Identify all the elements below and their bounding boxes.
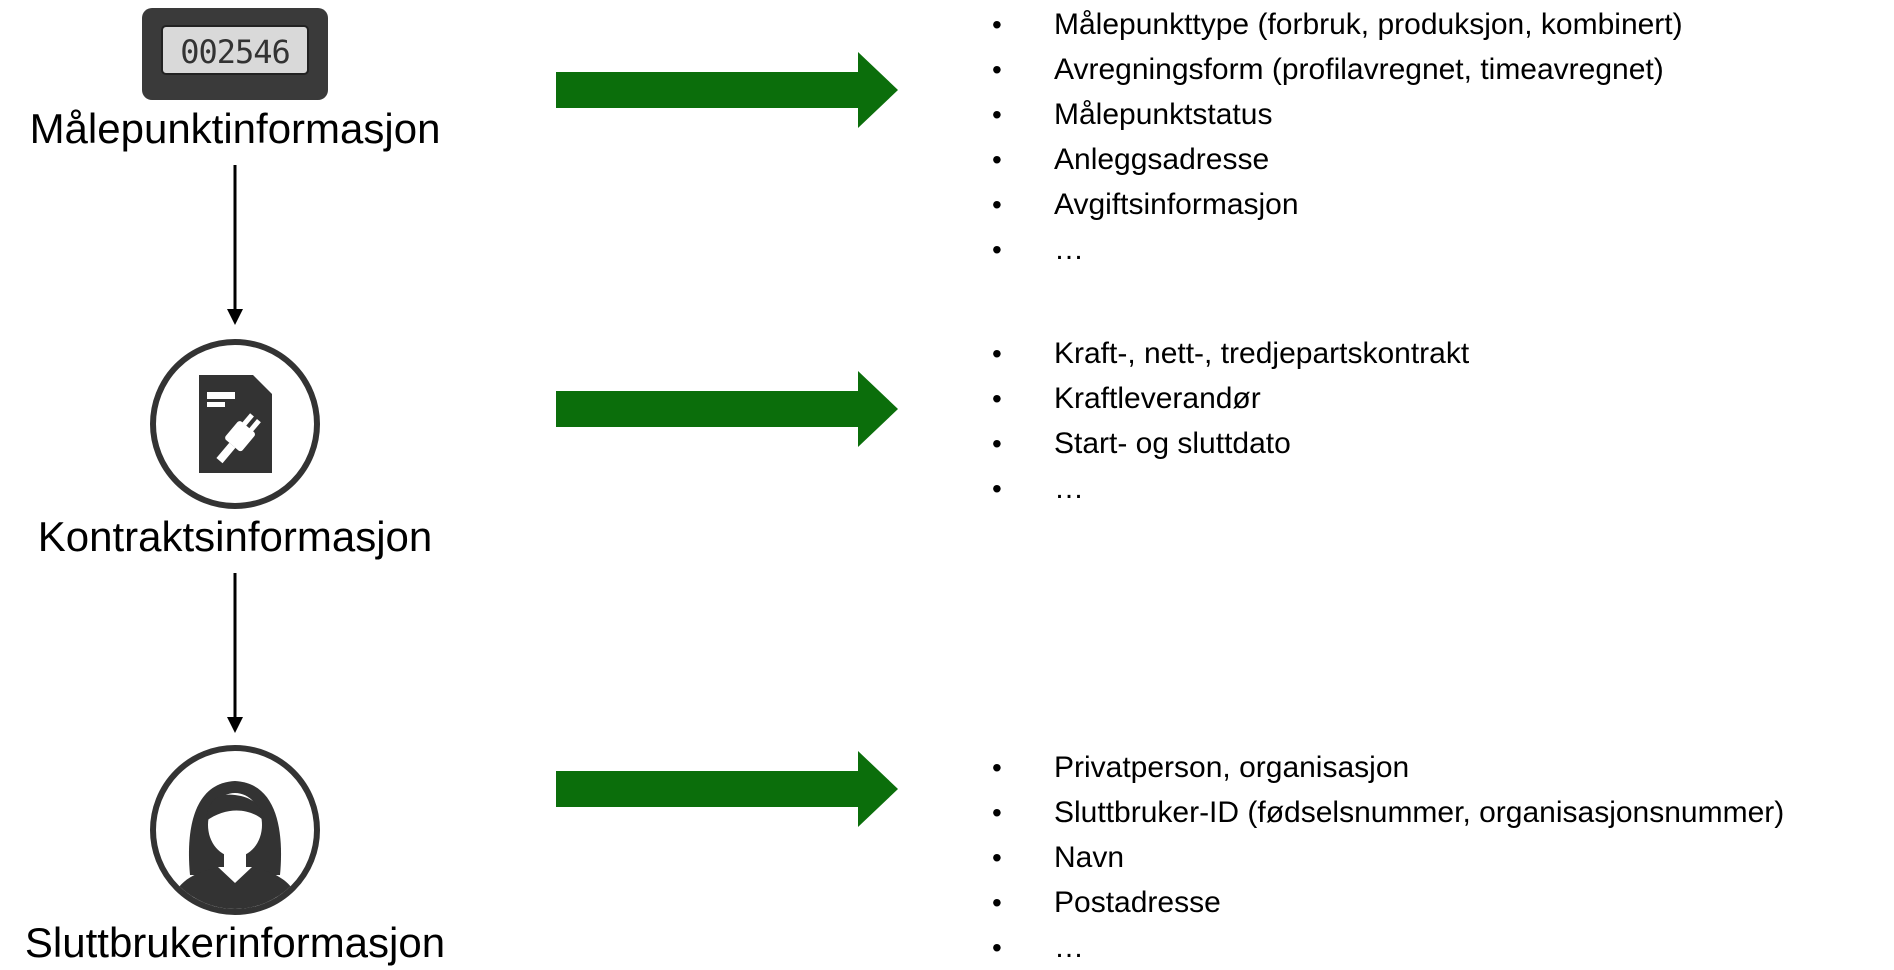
bullet: • xyxy=(992,99,1002,130)
list-item: •… xyxy=(992,227,1683,272)
list-item: •Kraft-, nett-, tredjepartskontrakt xyxy=(992,331,1469,376)
list-item: •Privatperson, organisasjon xyxy=(992,745,1784,790)
contract-document-plug-icon xyxy=(150,339,320,509)
list-item: •Kraftleverandør xyxy=(992,376,1469,421)
connector-arrow-down xyxy=(227,573,243,733)
bullet: • xyxy=(992,473,1002,504)
bullet: • xyxy=(992,887,1002,918)
bullet: • xyxy=(992,234,1002,265)
bullet: • xyxy=(992,842,1002,873)
entity-label-sluttbruker: Sluttbrukerinformasjon xyxy=(24,919,446,966)
list-item: •Avregningsform (profilavregnet, timeavr… xyxy=(992,47,1683,92)
list-item: •Navn xyxy=(992,835,1784,880)
green-arrow-right xyxy=(556,751,898,827)
list-item: •… xyxy=(992,925,1784,970)
bullet: • xyxy=(992,189,1002,220)
list-item: •… xyxy=(992,466,1469,511)
entity-label-kontrakt: Kontraktsinformasjon xyxy=(37,513,433,560)
detail-list-kontrakt: •Kraft-, nett-, tredjepartskontrakt •Kra… xyxy=(992,331,1469,511)
bullet: • xyxy=(992,338,1002,369)
meter-icon: 002546 xyxy=(142,8,328,100)
list-item: •Målepunktstatus xyxy=(992,92,1683,137)
connector-arrow-down xyxy=(227,165,243,325)
bullet: • xyxy=(992,428,1002,459)
bullet: • xyxy=(992,752,1002,783)
meter-reading: 002546 xyxy=(180,33,290,71)
bullet: • xyxy=(992,54,1002,85)
list-item: •Start- og sluttdato xyxy=(992,421,1469,466)
green-arrow-right xyxy=(556,371,898,447)
list-item: •Postadresse xyxy=(992,880,1784,925)
list-item: •Målepunkttype (forbruk, produksjon, kom… xyxy=(992,2,1683,47)
detail-list-sluttbruker: •Privatperson, organisasjon •Sluttbruker… xyxy=(992,745,1784,970)
list-item: •Anleggsadresse xyxy=(992,137,1683,182)
bullet: • xyxy=(992,9,1002,40)
list-item: •Sluttbruker-ID (fødselsnummer, organisa… xyxy=(992,790,1784,835)
entity-label-malepunkt: Målepunktinformasjon xyxy=(29,105,441,152)
bullet: • xyxy=(992,797,1002,828)
green-arrow-right xyxy=(556,52,898,128)
person-avatar-icon xyxy=(150,745,320,915)
list-item: •Avgiftsinformasjon xyxy=(992,182,1683,227)
detail-list-malepunkt: •Målepunkttype (forbruk, produksjon, kom… xyxy=(992,2,1683,272)
bullet: • xyxy=(992,932,1002,963)
bullet: • xyxy=(992,144,1002,175)
bullet: • xyxy=(992,383,1002,414)
